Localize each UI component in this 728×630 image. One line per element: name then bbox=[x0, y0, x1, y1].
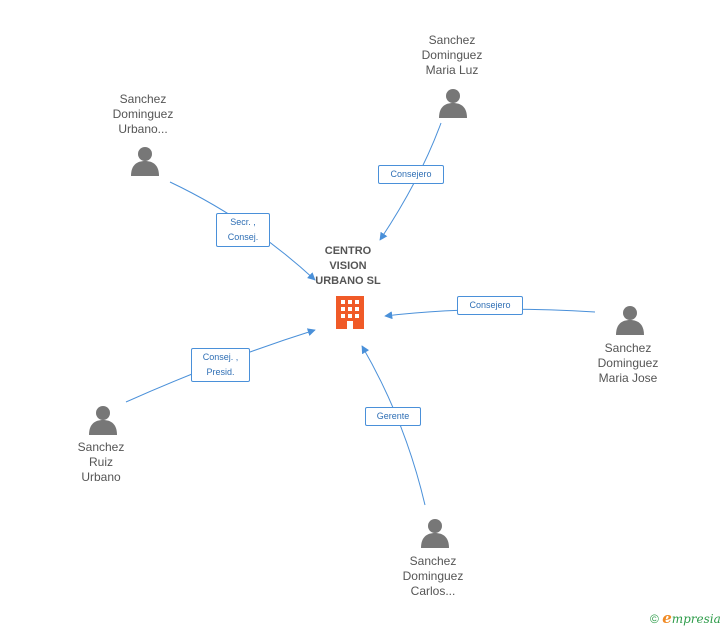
copyright-footer[interactable]: © empresia bbox=[650, 609, 721, 627]
person-icon[interactable] bbox=[616, 305, 644, 335]
person-icon[interactable] bbox=[439, 88, 467, 118]
company-name: CENTRO VISION URBANO SL bbox=[315, 245, 381, 287]
brand-logo: empresia bbox=[662, 609, 721, 627]
person-name-p3[interactable]: Sanchez Dominguez Maria Jose bbox=[597, 341, 659, 385]
edge-label-p3[interactable]: Consejero bbox=[457, 296, 523, 315]
edge-label-p1[interactable]: Secr. , Consej. bbox=[216, 213, 270, 247]
edge-label-p2[interactable]: Consejero bbox=[378, 165, 444, 184]
person-icon[interactable] bbox=[131, 146, 159, 176]
person-name-p4[interactable]: Sanchez Ruiz Urbano bbox=[77, 440, 125, 484]
edge-label-p4[interactable]: Consej. , Presid. bbox=[191, 348, 250, 382]
person-icon[interactable] bbox=[421, 518, 449, 548]
person-icon[interactable] bbox=[89, 405, 117, 435]
person-name-p2[interactable]: Sanchez Dominguez Maria Luz bbox=[421, 33, 483, 77]
building-icon[interactable] bbox=[333, 294, 367, 330]
edge-label-p5[interactable]: Gerente bbox=[365, 407, 421, 426]
copyright-icon: © bbox=[650, 612, 659, 626]
person-name-p5[interactable]: Sanchez Dominguez Carlos... bbox=[402, 554, 464, 598]
person-name-p1[interactable]: Sanchez Dominguez Urbano... bbox=[112, 92, 174, 136]
